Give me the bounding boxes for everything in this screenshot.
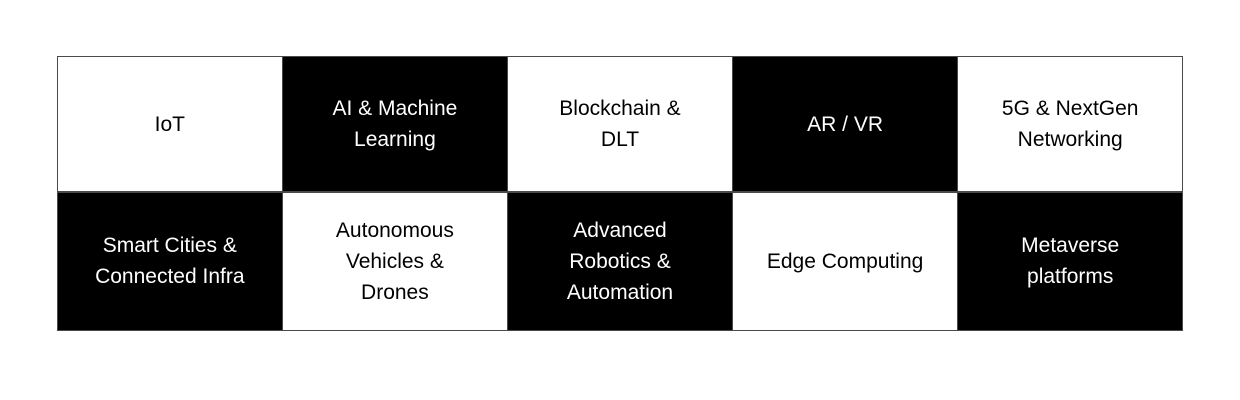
technology-table: IoT AI & Machine Learning Blockchain & D…: [57, 56, 1183, 331]
cell-ai-machine-learning: AI & Machine Learning: [283, 57, 507, 192]
cell-ar-vr: AR / VR: [733, 57, 957, 192]
cell-edge-computing: Edge Computing: [733, 192, 957, 330]
cell-blockchain-dlt: Blockchain & DLT: [508, 57, 732, 192]
cell-metaverse-platforms: Metaverse platforms: [958, 192, 1182, 330]
cell-advanced-robotics-automation: Advanced Robotics & Automation: [508, 192, 732, 330]
cell-iot: IoT: [58, 57, 282, 192]
cell-smart-cities-connected-infra: Smart Cities & Connected Infra: [58, 192, 282, 330]
cell-5g-nextgen-networking: 5G & NextGen Networking: [958, 57, 1182, 192]
cell-autonomous-vehicles-drones: Autonomous Vehicles & Drones: [283, 192, 507, 330]
